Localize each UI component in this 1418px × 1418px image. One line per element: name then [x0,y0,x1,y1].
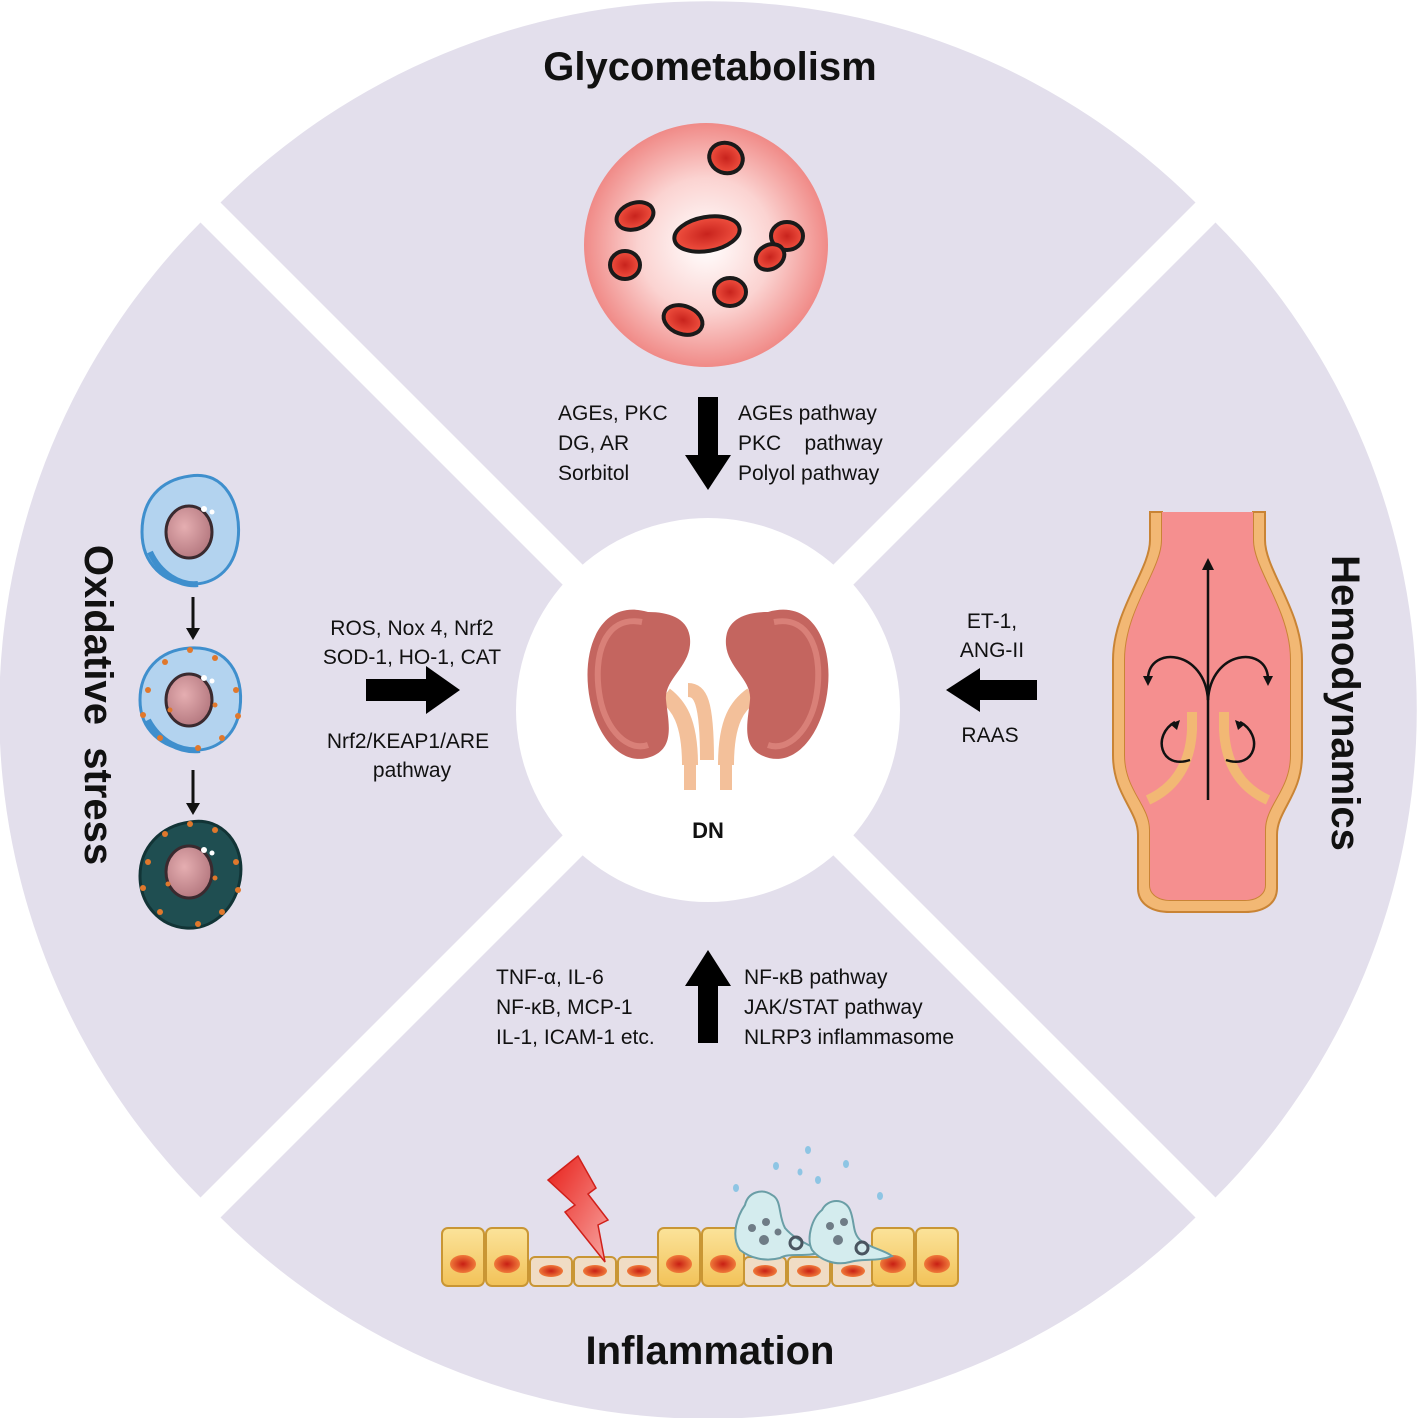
glyco-left-line: DG, AR [558,432,629,455]
glycometabolism-left-text: AGEs, PKC DG, AR Sorbitol [558,402,668,485]
quadrant-right [770,222,1417,1198]
inflammation-right-line: JAK/STAT pathway [744,996,923,1019]
blood-sample-icon [584,123,828,367]
hemodynamics-arrow [946,668,1037,712]
oxidative-top-line: SOD-1, HO-1, CAT [323,646,501,669]
epithelium-icon [441,1227,959,1287]
glycometabolism-right-text: AGEs pathway PKC pathway Polyol pathway [738,402,883,485]
inflammation-left-text: TNF-α, IL-6 NF-κB, MCP-1 IL-1, ICAM-1 et… [496,966,655,1049]
oxidative-stress-bottom-text: Nrf2/KEAP1/ARE pathway [327,730,489,782]
glycometabolism-arrow [685,397,731,490]
glyco-right-line: Polyol pathway [738,462,880,485]
inflammation-left-line: TNF-α, IL-6 [496,966,604,989]
lightning-bolt-icon [546,1154,610,1263]
cell-arrow-down-1 [186,597,200,640]
cell-stressed-icon [138,646,243,754]
glyco-left-line: AGEs, PKC [558,402,668,425]
inflammation-right-text: NF-κB pathway JAK/STAT pathway NLRP3 inf… [744,966,954,1049]
cell-arrow-down-2 [186,770,200,815]
inflammation-arrow [685,950,731,1043]
kidney-icon [587,609,829,790]
oxidative-stress-top-text: ROS, Nox 4, Nrf2 SOD-1, HO-1, CAT [323,617,501,669]
hemodynamics-bottom-line: RAAS [961,724,1018,747]
inflammation-left-line: IL-1, ICAM-1 etc. [496,1026,655,1049]
inflammation-right-line: NF-κB pathway [744,966,888,989]
glyco-right-line: AGEs pathway [738,402,877,425]
cell-damaged-icon [138,819,243,930]
hemodynamics-top-text: ET-1, ANG-II [960,610,1024,662]
oxidative-stress-title: Oxidative stress [76,545,120,865]
immune-cells-icon [733,1146,894,1265]
hemodynamics-title: Hemodynamics [1323,555,1367,851]
hemodynamics-top-line: ET-1, [967,610,1017,633]
oxidative-stress-arrow [366,666,460,714]
oxidative-top-line: ROS, Nox 4, Nrf2 [330,617,493,640]
hemodynamics-top-line: ANG-II [960,639,1024,662]
blood-vessel-icon [1112,511,1303,913]
glyco-right-line: PKC pathway [738,432,883,455]
inflammation-right-line: NLRP3 inflammasome [744,1026,954,1049]
inflammation-left-line: NF-κB, MCP-1 [496,996,633,1019]
glycometabolism-title: Glycometabolism [543,45,876,89]
hemodynamics-bottom-text: RAAS [961,724,1018,747]
center-label: DN [692,818,724,843]
inflammation-title: Inflammation [586,1329,835,1373]
cell-healthy-icon [140,473,241,588]
oxidative-bottom-line: pathway [373,759,452,782]
oxidative-bottom-line: Nrf2/KEAP1/ARE [327,730,489,753]
quadrant-left [0,222,646,1198]
glyco-left-line: Sorbitol [558,462,629,485]
